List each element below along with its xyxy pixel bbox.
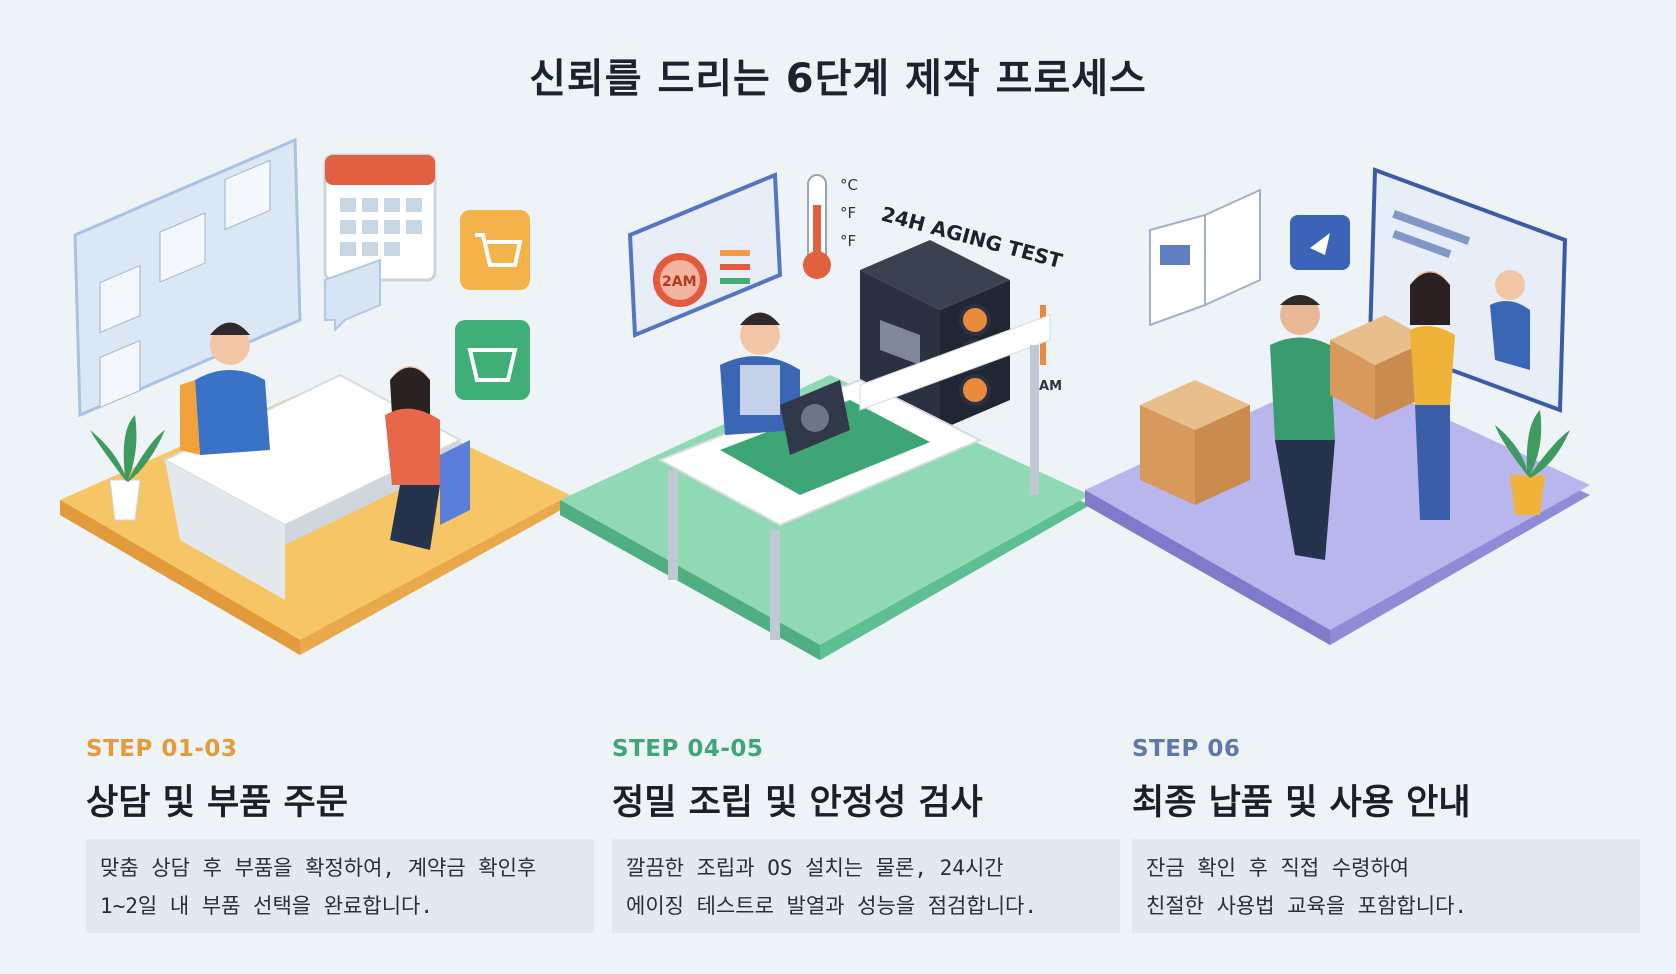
step-description: 깔끔한 조립과 OS 설치는 물론, 24시간 에이징 테스트로 발열과 성능을… — [612, 839, 1120, 933]
basket-icon — [455, 320, 530, 400]
chat-bubble-icon — [324, 258, 381, 333]
step-description: 맞춤 상담 후 부품을 확정하여, 계약금 확인후 1~2일 내 부품 선택을 … — [86, 839, 594, 933]
delivery-man — [1270, 295, 1335, 560]
step-desc-line: 친절한 사용법 교육을 포함합니다. — [1146, 894, 1468, 918]
temp-unit-f1: °F — [840, 204, 856, 222]
consultant-person — [180, 322, 270, 455]
step-desc-line: 에이징 테스트로 발열과 성능을 점검합니다. — [626, 894, 1037, 918]
step-number: STEP 04-05 — [612, 736, 764, 762]
calendar-icon — [323, 153, 437, 282]
step-number: STEP 01-03 — [86, 736, 238, 762]
step-number: STEP 06 — [1132, 736, 1241, 762]
step-heading: 상담 및 부품 주문 — [86, 783, 348, 823]
gauge-text: 2AM — [662, 274, 697, 290]
technician-person — [720, 312, 800, 435]
step-3-block: STEP 06 최종 납품 및 사용 안내 잔금 확인 후 직접 수령하여 친절… — [1132, 736, 1640, 933]
process-illustration: 2AM °C °F °F 24H AGING TEST 2AM — [0, 130, 1676, 720]
step-description: 잔금 확인 후 직접 수령하여 친절한 사용법 교육을 포함합니다. — [1132, 839, 1640, 933]
step-desc-line: 1~2일 내 부품 선택을 완료합니다. — [100, 894, 433, 918]
cart-icon — [460, 210, 530, 290]
temp-unit-c: °C — [840, 176, 858, 194]
play-bubble-icon — [1290, 215, 1350, 270]
step-desc-line: 맞춤 상담 후 부품을 확정하여, 계약금 확인후 — [100, 856, 537, 880]
assembly-desk — [657, 314, 1051, 640]
step-desc-line: 잔금 확인 후 직접 수령하여 — [1146, 856, 1410, 880]
thermometer-icon: °C °F °F — [803, 174, 858, 279]
page-title: 신뢰를 드리는 6단계 제작 프로세스 — [529, 56, 1147, 102]
gpu-component — [780, 380, 850, 455]
step-heading: 최종 납품 및 사용 안내 — [1132, 783, 1471, 823]
manual-book-icon — [1149, 188, 1261, 327]
customer-person — [385, 366, 470, 550]
step-desc-line: 깔끔한 조립과 OS 설치는 물론, 24시간 — [626, 856, 1004, 880]
plant-left — [90, 415, 165, 521]
box-stack — [1140, 380, 1250, 505]
monitor-panel: 2AM — [627, 172, 783, 338]
temp-unit-f2: °F — [840, 232, 856, 250]
step-2-block: STEP 04-05 정밀 조립 및 안정성 검사 깔끔한 조립과 OS 설치는… — [612, 736, 1120, 933]
plant-right — [1495, 410, 1570, 515]
step-1-block: STEP 01-03 상담 및 부품 주문 맞춤 상담 후 부품을 확정하여, … — [86, 736, 594, 933]
customer-woman — [1410, 271, 1455, 520]
step-heading: 정밀 조립 및 안정성 검사 — [612, 783, 983, 823]
parts-screen-panel — [73, 137, 302, 418]
